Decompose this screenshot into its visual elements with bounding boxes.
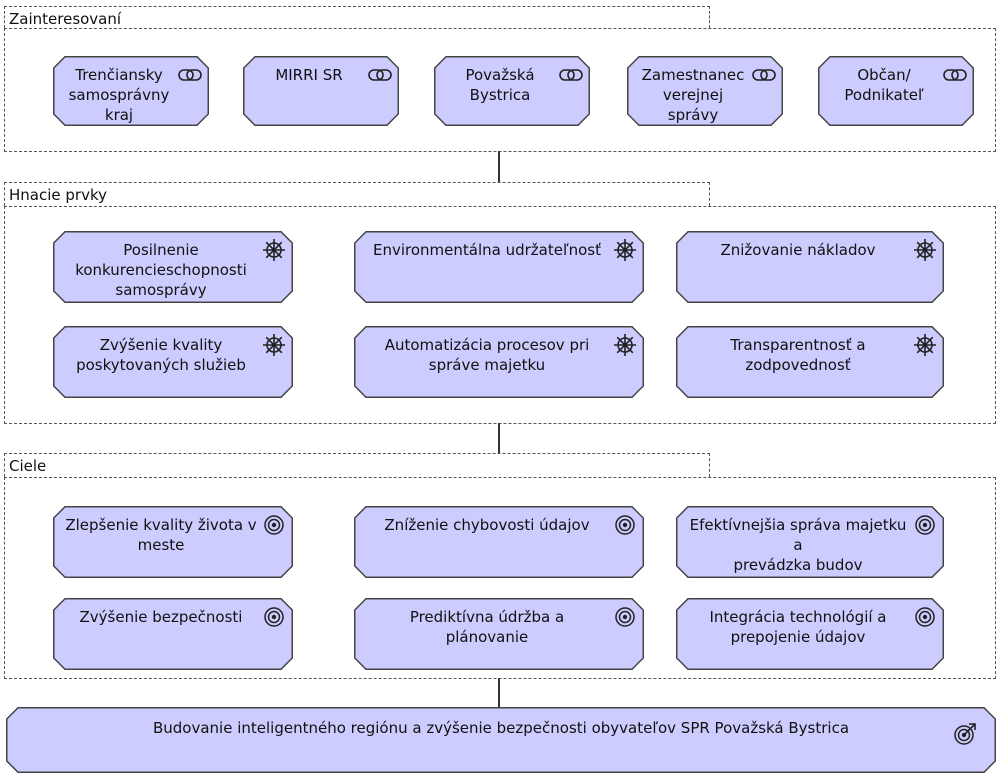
- goal-element-label: Zníženie chybovosti údajov: [384, 516, 590, 534]
- driver-element-label: Zvýšenie kvality poskytovaných služieb: [76, 336, 246, 374]
- goal-icon: [913, 513, 937, 537]
- connector-line: [498, 678, 500, 708]
- group-title: Hnacie prvky: [9, 186, 107, 204]
- driver-element-label: Znižovanie nákladov: [720, 241, 876, 259]
- driver-icon: [613, 333, 637, 357]
- stakeholder-icon: [559, 63, 583, 87]
- stakeholder-element-label: Občan/ Podnikateľ: [844, 66, 924, 104]
- goal-element-label: Prediktívna údržba a plánovanie: [409, 608, 565, 646]
- goal-element-label: Efektívnejšia správa majetku a prevádzka…: [689, 516, 907, 574]
- stakeholder-icon: [368, 63, 392, 87]
- outcome-element-label: Budovanie inteligentného regiónu a zvýše…: [152, 719, 850, 737]
- driver-element[interactable]: Environmentálna udržateľnosť: [354, 231, 644, 303]
- outcome-element[interactable]: Budovanie inteligentného regiónu a zvýše…: [6, 707, 996, 773]
- goal-element[interactable]: Efektívnejšia správa majetku a prevádzka…: [676, 506, 944, 578]
- group-title: Ciele: [9, 457, 47, 475]
- stakeholder-element[interactable]: MIRRI SR: [243, 56, 399, 126]
- driver-icon: [262, 333, 286, 357]
- goal-icon: [262, 605, 286, 629]
- connector-line: [498, 151, 500, 182]
- goal-element-label: Integrácia technológií a prepojenie údaj…: [709, 608, 887, 646]
- driver-element[interactable]: Transparentnosť a zodpovednosť: [676, 326, 944, 398]
- stakeholder-element-label: Trenčiansky samosprávny kraj: [68, 66, 170, 124]
- group-tab-goals: Ciele: [4, 453, 710, 477]
- stakeholder-element[interactable]: Považská Bystrica: [434, 56, 590, 126]
- driver-element-label: Environmentálna udržateľnosť: [373, 241, 601, 259]
- goal-icon: [262, 513, 286, 537]
- goal-icon: [613, 605, 637, 629]
- goal-element-label: Zvýšenie bezpečnosti: [79, 608, 243, 626]
- stakeholder-element[interactable]: Trenčiansky samosprávny kraj: [53, 56, 209, 126]
- group-drivers[interactable]: [4, 206, 996, 424]
- stakeholder-element-label: Považská Bystrica: [465, 66, 535, 104]
- group-tab-stakeholders: Zainteresovaní: [4, 6, 710, 28]
- group-tab-drivers: Hnacie prvky: [4, 182, 710, 206]
- goal-element-label: Zlepšenie kvality života v meste: [65, 516, 257, 554]
- driver-element-label: Transparentnosť a zodpovednosť: [730, 336, 866, 374]
- stakeholder-element[interactable]: Zamestnanec verejnej správy: [627, 56, 783, 126]
- goal-icon: [613, 513, 637, 537]
- outcome-icon: [953, 722, 977, 746]
- goal-element[interactable]: Zníženie chybovosti údajov: [354, 506, 644, 578]
- driver-icon: [913, 238, 937, 262]
- driver-icon: [913, 333, 937, 357]
- stakeholder-icon: [178, 63, 202, 87]
- group-goals[interactable]: [4, 477, 996, 679]
- connector-line: [498, 423, 500, 453]
- group-stakeholders[interactable]: [4, 28, 996, 152]
- driver-element[interactable]: Zvýšenie kvality poskytovaných služieb: [53, 326, 293, 398]
- goal-element[interactable]: Zlepšenie kvality života v meste: [53, 506, 293, 578]
- stakeholder-element-label: MIRRI SR: [275, 66, 343, 84]
- goal-element[interactable]: Zvýšenie bezpečnosti: [53, 598, 293, 670]
- driver-icon: [613, 238, 637, 262]
- goal-element[interactable]: Integrácia technológií a prepojenie údaj…: [676, 598, 944, 670]
- driver-element[interactable]: Znižovanie nákladov: [676, 231, 944, 303]
- driver-element[interactable]: Automatizácia procesov pri správe majetk…: [354, 326, 644, 398]
- driver-element[interactable]: Posilnenie konkurencieschopnosti samospr…: [53, 231, 293, 303]
- driver-element-label: Posilnenie konkurencieschopnosti samospr…: [75, 241, 247, 299]
- group-title: Zainteresovaní: [9, 10, 122, 28]
- goal-element[interactable]: Prediktívna údržba a plánovanie: [354, 598, 644, 670]
- stakeholder-icon: [943, 63, 967, 87]
- driver-element-label: Automatizácia procesov pri správe majetk…: [384, 336, 590, 374]
- driver-icon: [262, 238, 286, 262]
- stakeholder-element[interactable]: Občan/ Podnikateľ: [818, 56, 974, 126]
- stakeholder-element-label: Zamestnanec verejnej správy: [641, 66, 745, 124]
- stakeholder-icon: [752, 63, 776, 87]
- goal-icon: [913, 605, 937, 629]
